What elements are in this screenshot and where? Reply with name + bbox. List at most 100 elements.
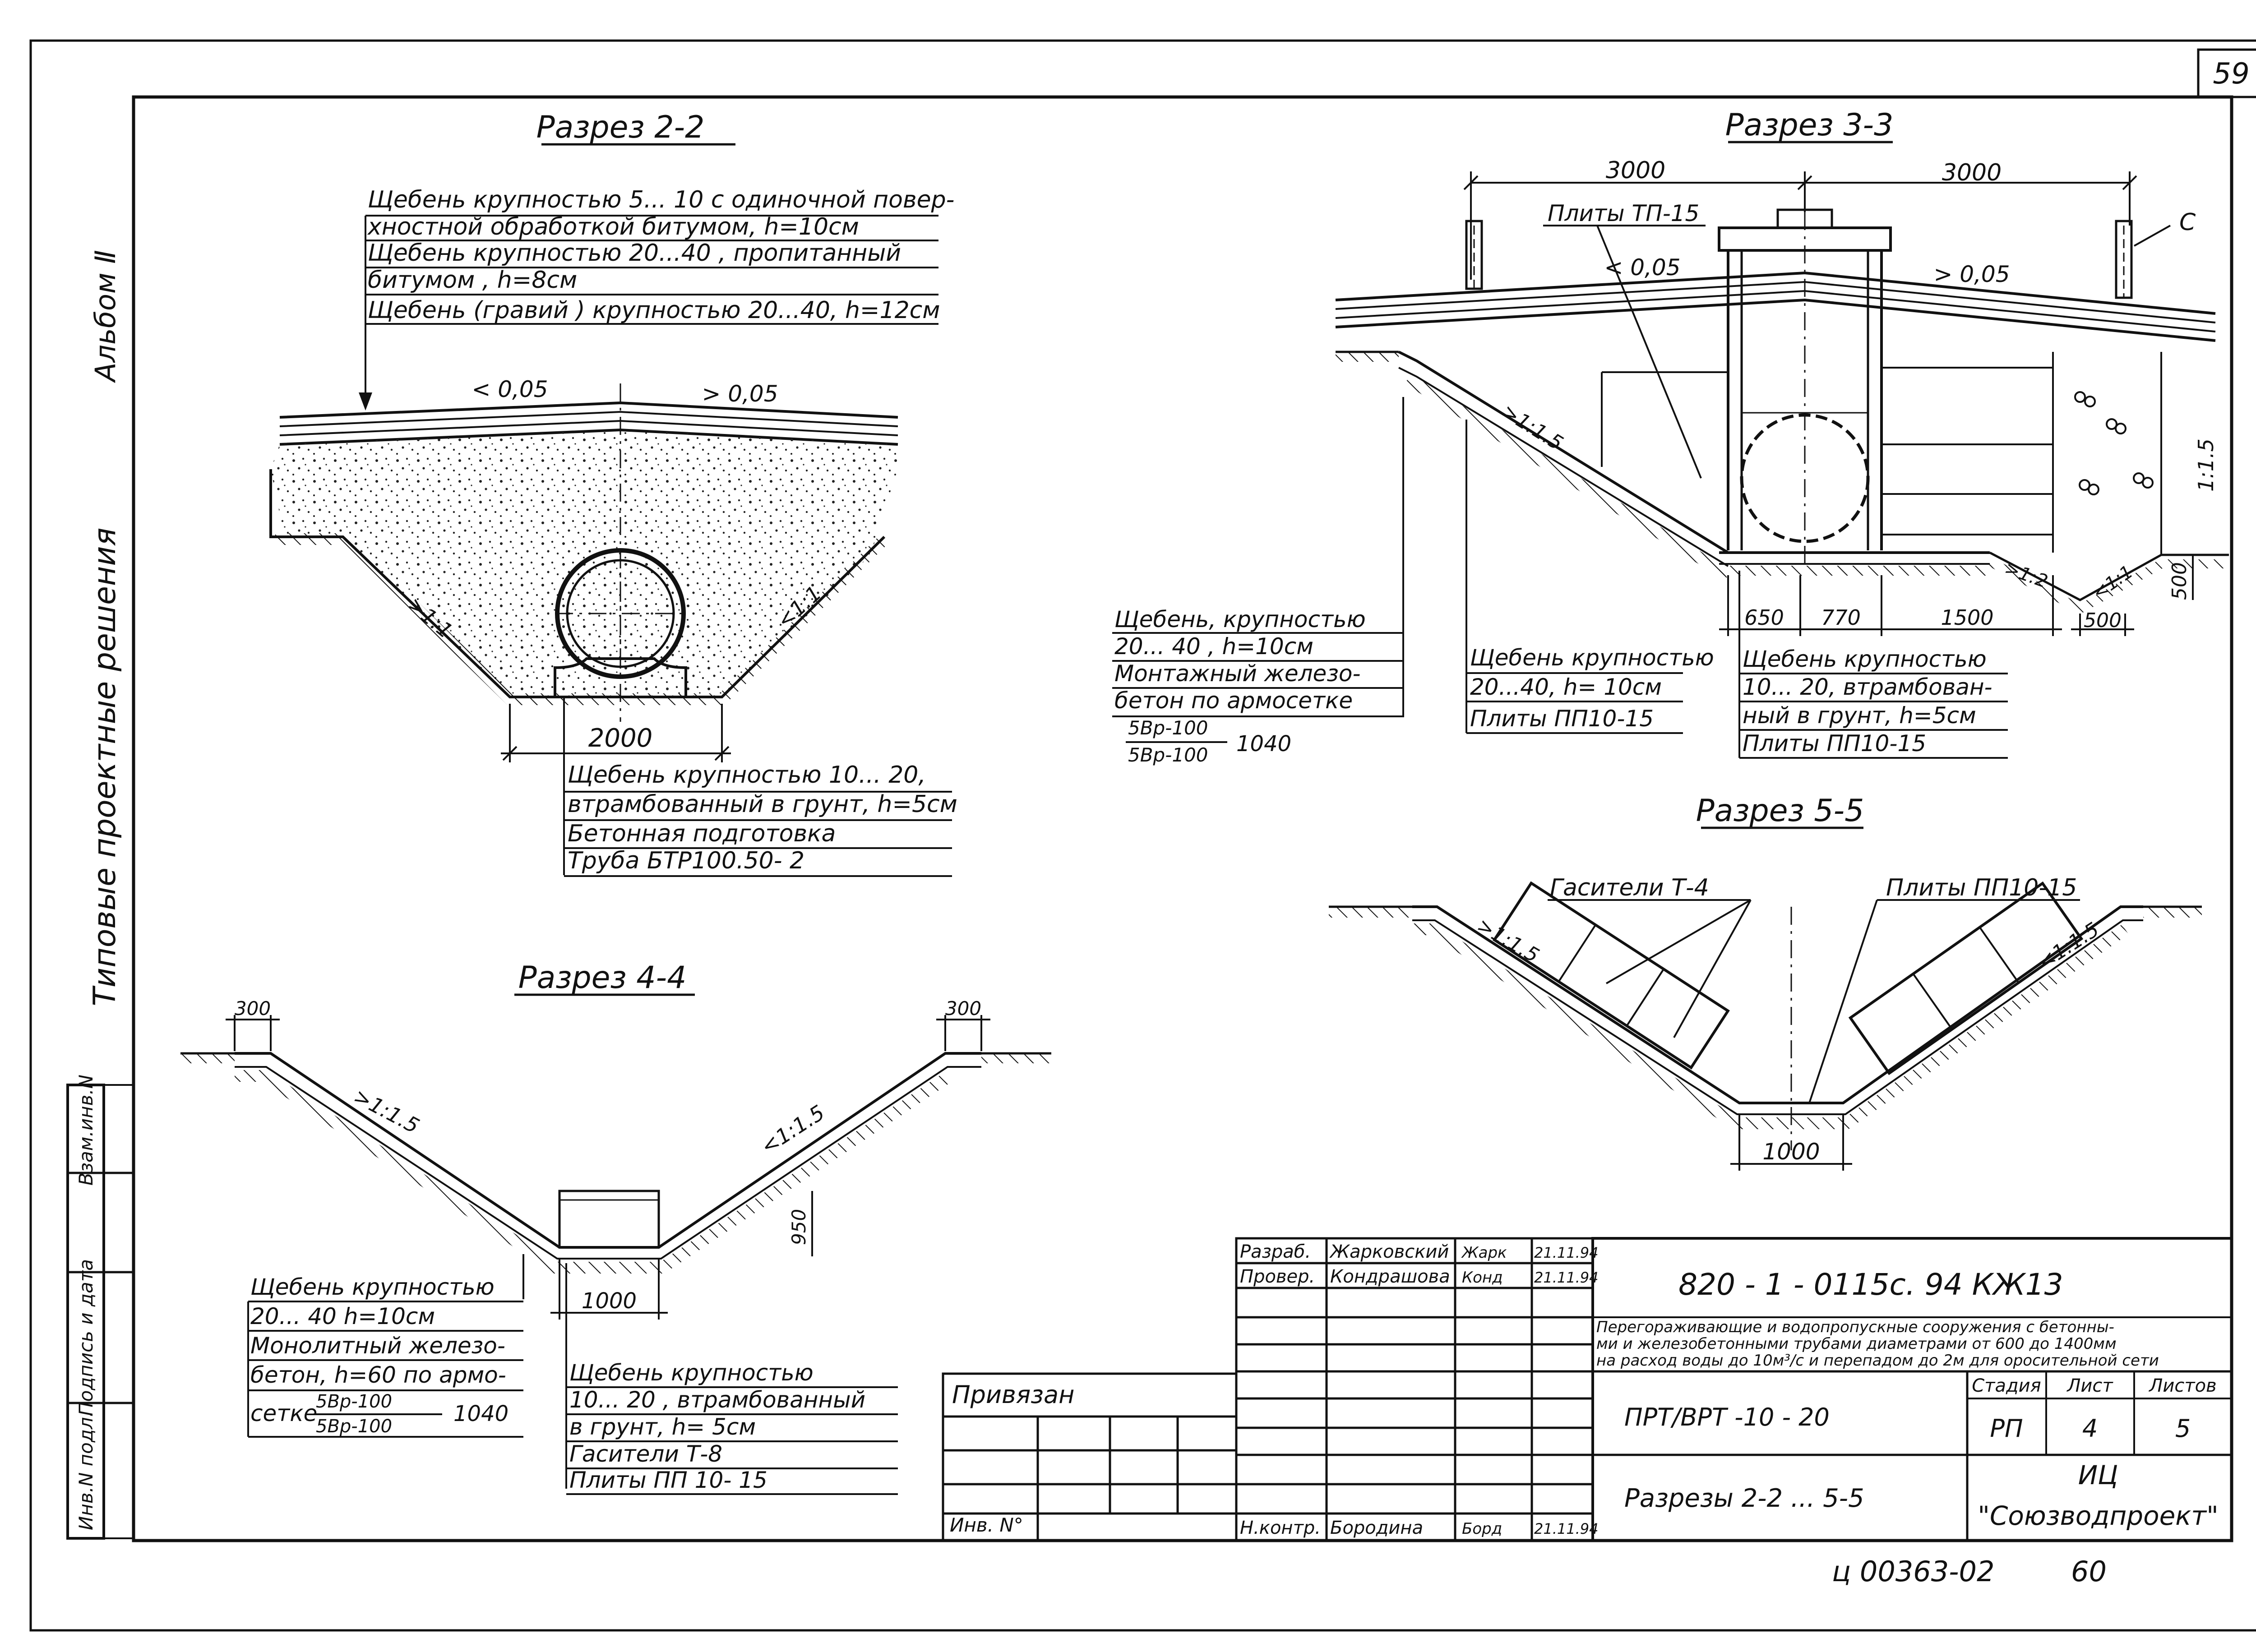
album-label: Альбом Ⅱ <box>89 250 122 383</box>
section-5-5: Разрез 5-5 Гасители Т-4 Плиты ПП10-15 >1… <box>1329 793 2202 1171</box>
s33-slope-left: < 0,05 <box>1604 254 1680 281</box>
s33-mid-2: 20...40, h= 10см <box>1470 674 1662 700</box>
s22-slope-left: < 0,05 <box>472 376 548 402</box>
section-2-2: Разрез 2-2 Щебень крупностью 5... 10 с о… <box>269 110 957 877</box>
stamp-date-3: 21.11.94 <box>1534 1520 1599 1537</box>
s22-note-1: Щебень крупностью 5... 10 с одиночной по… <box>368 186 954 213</box>
s33-mid-3: Плиты ПП10-15 <box>1470 706 1654 732</box>
s22-note-4: битумом , h=8см <box>368 267 577 294</box>
s44-dim-1000: 1000 <box>582 1288 637 1314</box>
stamp-desc-1: Перегораживающие и водопропускные сооруж… <box>1596 1318 2114 1336</box>
s44-left-2: 20... 40 h=10см <box>250 1303 435 1329</box>
s22-bottom-3: Бетонная подготовка <box>568 820 836 847</box>
s33-slope-11: <1:1 <box>2089 561 2137 604</box>
margin-inv: Инв.N подл. <box>75 1411 97 1530</box>
s44-left-4: бетон, h=60 по армо- <box>250 1362 506 1388</box>
s55-plates: Плиты ПП10-15 <box>1886 874 2077 901</box>
stamp-sheets-h: Листов <box>2148 1375 2216 1396</box>
stamp-desc-3: на расход воды до 10м³/с и перепадом до … <box>1596 1352 2159 1370</box>
margin-vzam: Взам.инв.N <box>75 1075 97 1186</box>
section-5-5-title: Разрез 5-5 <box>1696 793 1864 829</box>
stamp-name-1: Жарковский <box>1329 1241 1449 1262</box>
stamp-date-2: 21.11.94 <box>1534 1269 1599 1286</box>
s22-note-3: Щебень крупностью 20...40 , пропитанный <box>368 240 901 267</box>
s33-plates: Плиты ТП-15 <box>1548 200 1699 226</box>
s44-frac-top: 5Вр-100 <box>316 1391 392 1412</box>
s55-dampers: Гасители Т-4 <box>1550 874 1709 901</box>
s44-dim-950: 950 <box>788 1209 810 1245</box>
s33-right-2: 10... 20, втрамбован- <box>1743 674 1992 700</box>
s44-slope-right: <1:1.5 <box>757 1100 829 1159</box>
s22-bottom-2: втрамбованный в грунт, h=5см <box>568 791 957 818</box>
s33-left-3: Монтажный железо- <box>1114 660 1361 687</box>
s33-right-1: Щебень крупностью <box>1743 646 1987 672</box>
s22-note-5: Щебень (гравий ) крупностью 20...40, h=1… <box>368 297 940 324</box>
s44-right-3: в грунт, h= 5см <box>569 1414 756 1440</box>
margin-boxes <box>66 1084 134 1540</box>
stamp-code: 820 - 1 - 0115с. 94 КЖ13 <box>1678 1267 2063 1302</box>
stamp-sign-3: Борд <box>1462 1520 1502 1538</box>
stamp-name-3: Бородина <box>1330 1518 1423 1538</box>
s22-bottom-1: Щебень крупностью 10... 20, <box>568 761 926 789</box>
stamp-privyazan: Привязан <box>952 1380 1074 1409</box>
stamp-project: ПРТ/ВРТ -10 - 20 <box>1624 1403 1830 1431</box>
stamp-drawing-title: Разрезы 2-2 ... 5-5 <box>1624 1484 1864 1513</box>
s33-right-slope: 1:1.5 <box>2194 438 2218 492</box>
stamp-org-1: ИЦ <box>2078 1460 2118 1490</box>
s33-right-3: ный в грунт, h=5см <box>1743 702 1976 729</box>
s33-left-frac-bottom: 5Вр-100 <box>1128 744 1208 766</box>
s33-dim-500b: 500 <box>2084 609 2122 632</box>
s44-right-1: Щебень крупностью <box>569 1360 814 1386</box>
section-3-3-title: Разрез 3-3 <box>1725 107 1894 143</box>
s44-right-2: 10... 20 , втрамбованный <box>569 1387 865 1413</box>
s44-left-last: сетке <box>250 1400 317 1426</box>
s44-left-3: Монолитный железо- <box>250 1333 505 1359</box>
s44-right-5: Плиты ПП 10- 15 <box>569 1467 767 1493</box>
stamp-stage-h: Стадия <box>1972 1375 2041 1396</box>
s22-slope-right: > 0,05 <box>702 381 778 407</box>
s33-mark-c: С <box>2179 209 2196 236</box>
bottom-code: ц 00363-02 <box>1832 1555 1994 1588</box>
s33-left-2: 20... 40 , h=10см <box>1114 633 1313 660</box>
stamp-date-1: 21.11.94 <box>1534 1244 1599 1261</box>
stamp-inv-no: Инв. N° <box>950 1514 1023 1536</box>
s33-dim-500a: 500 <box>2168 562 2191 600</box>
s33-dim-right: 3000 <box>1942 159 2002 186</box>
s33-left-4: бетон по армосетке <box>1114 688 1353 714</box>
stamp-stage: РП <box>1990 1414 2023 1443</box>
series-label: Типовые проектные решения <box>87 528 123 1006</box>
stamp-sign-2: Конд <box>1462 1269 1503 1287</box>
section-2-2-title: Разрез 2-2 <box>536 110 705 145</box>
s33-slope-12: >1:2 <box>2002 558 2051 592</box>
s22-bottom-4: Труба БТР100.50- 2 <box>568 847 804 874</box>
s44-left-1: Щебень крупностью <box>250 1274 495 1300</box>
outer-frame <box>29 39 2256 1632</box>
stamp-sign-1: Жарк <box>1461 1244 1507 1262</box>
stamp-role-3: Н.контр. <box>1240 1518 1321 1538</box>
section-4-4: Разрез 4-4 300 300 >1:1.5 <1:1.5 950 100… <box>180 960 1051 1495</box>
s33-dim-770: 770 <box>1821 605 1861 630</box>
sheet-number: 59 <box>2213 57 2249 91</box>
margin-podpis: Подпись и дата <box>75 1259 97 1416</box>
s33-right-4: Плиты ПП10-15 <box>1743 730 1926 757</box>
s33-dim-1500: 1500 <box>1941 605 1993 630</box>
stamp-role-1: Разраб. <box>1240 1241 1311 1262</box>
stamp-sheet-h: Лист <box>2066 1375 2113 1396</box>
s44-dim-300-right: 300 <box>945 997 981 1020</box>
s44-right-4: Гасители Т-8 <box>569 1441 722 1467</box>
s33-left-frac-top: 5Вр-100 <box>1128 717 1208 739</box>
s55-dim-1000: 1000 <box>1762 1139 1820 1165</box>
title-block: Привязан Инв. N° Разраб. Жарковский Жарк… <box>942 1237 2233 1542</box>
stamp-sheet: 4 <box>2082 1414 2098 1443</box>
bottom-page: 60 <box>2071 1555 2107 1588</box>
s44-frac-num: 1040 <box>453 1401 509 1426</box>
stamp-name-2: Кондрашова <box>1330 1266 1450 1287</box>
section-3-3: Разрез 3-3 3000 3000 Плиты ТП-15 С < 0,0… <box>1112 107 2229 766</box>
s33-dim-650: 650 <box>1744 605 1784 630</box>
s22-note-2: хностной обработкой битумом, h=10см <box>367 213 859 240</box>
s44-frac-bottom: 5Вр-100 <box>316 1416 392 1437</box>
s22-dim-2000: 2000 <box>588 724 653 753</box>
s33-left-1: Щебень, крупностью <box>1114 606 1366 632</box>
s33-mid-1: Щебень крупностью <box>1470 645 1714 671</box>
